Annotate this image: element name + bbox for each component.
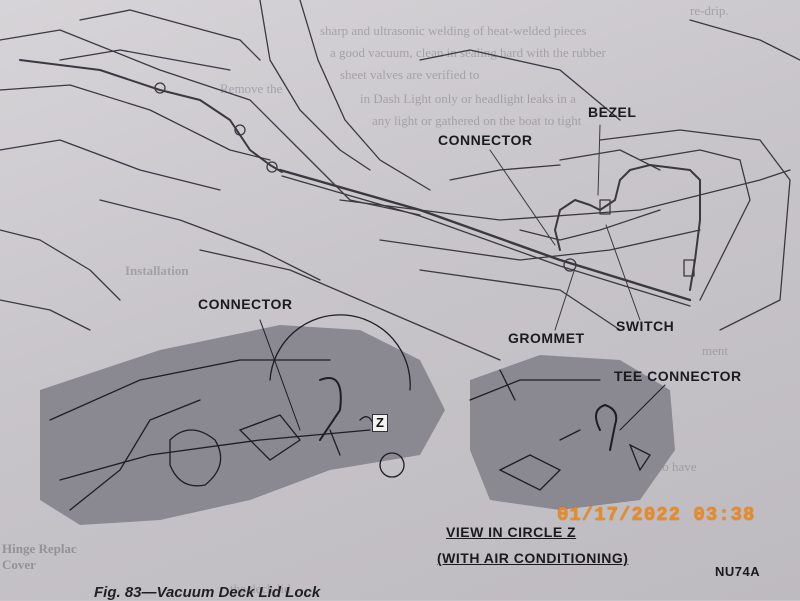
view-subtitle: (WITH AIR CONDITIONING) bbox=[437, 550, 629, 566]
connector-label: CONNECTOR bbox=[438, 132, 533, 148]
background-text: any light or gathered on the boat to tig… bbox=[372, 113, 582, 128]
background-text: sheet valves are verified to bbox=[340, 67, 480, 82]
background-text: the deck lid bbox=[230, 581, 291, 596]
background-text: re-drip. bbox=[690, 3, 729, 18]
connector-label-inset: CONNECTOR bbox=[198, 296, 293, 312]
background-text: a good vacuum, clean in sealing hard wit… bbox=[330, 45, 606, 60]
background-text: Hinge Replac bbox=[2, 541, 77, 556]
grommet-label: GROMMET bbox=[508, 330, 585, 346]
background-text: in Dash Light only or headlight leaks in… bbox=[360, 91, 576, 106]
background-text: Cover bbox=[2, 557, 36, 572]
date-stamp: 01/17/2022 03:38 bbox=[557, 504, 756, 526]
tee-connector-label: TEE CONNECTOR bbox=[614, 368, 742, 384]
circle-z-marker: Z bbox=[372, 414, 388, 432]
background-text: Remove the bbox=[220, 81, 283, 96]
background-text: ment bbox=[702, 343, 728, 358]
background-text: Installation bbox=[125, 263, 189, 278]
switch-label: SWITCH bbox=[616, 318, 675, 334]
view-title: VIEW IN CIRCLE Z bbox=[446, 524, 577, 540]
figure-code: NU74A bbox=[715, 564, 761, 579]
background-text: sharp and ultrasonic welding of heat-wel… bbox=[320, 23, 587, 38]
figure-caption: Fig. 83—Vacuum Deck Lid Lock bbox=[94, 584, 321, 601]
bezel-label: BEZEL bbox=[588, 104, 637, 120]
